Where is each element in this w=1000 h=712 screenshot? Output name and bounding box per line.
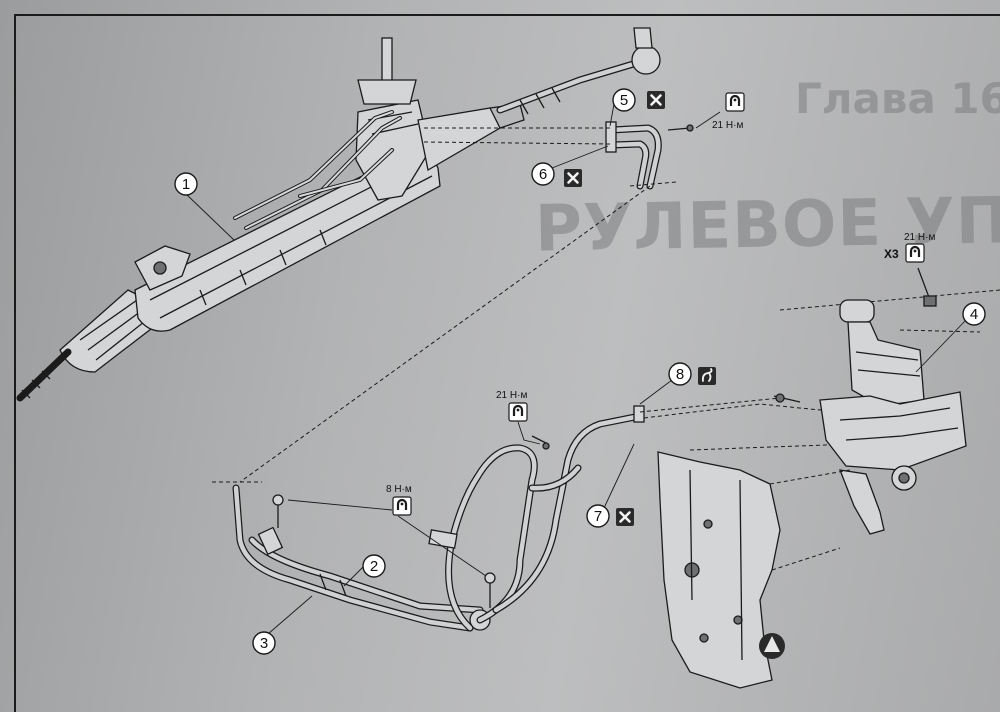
replace-part-icon: [645, 89, 667, 111]
torque-wrench-icon: [507, 401, 529, 423]
callout-2-label: 2: [370, 558, 378, 575]
callout-5-label: 5: [620, 92, 628, 109]
publisher-logo-icon: [759, 633, 785, 659]
torque-label: 21 Н·м: [496, 390, 527, 401]
callout-4-label: 4: [970, 306, 978, 323]
callout-4: 4: [915, 302, 986, 373]
page-frame: [14, 14, 1000, 712]
callout-8: 8: [639, 362, 717, 405]
torque-label: 8 Н·м: [386, 484, 412, 495]
callout-2: 2: [343, 554, 386, 587]
torque-spec-rack: 21 Н·м: [695, 91, 746, 131]
callout-6-label: 6: [539, 166, 547, 183]
torque-wrench-icon: [904, 242, 926, 264]
callout-7: 7: [586, 443, 636, 528]
sealant-icon: [697, 366, 717, 386]
callout-5: 5: [609, 88, 667, 127]
torque-label: 21 Н·м: [904, 232, 935, 243]
callout-8-label: 8: [676, 366, 684, 383]
pressure-hose: [232, 484, 496, 632]
torque-label: 21 Н·м: [712, 120, 743, 131]
replace-part-icon: [562, 167, 584, 189]
return-hose: [428, 397, 841, 632]
torque-spec-hose-bolt: 21 Н·м: [496, 390, 541, 445]
callout-3: 3: [252, 595, 313, 655]
callout-7-label: 7: [594, 508, 602, 525]
replace-part-icon: [614, 506, 636, 528]
torque-wrench-icon: [391, 495, 413, 517]
rack-fittings: [423, 121, 694, 190]
steering-rack: [16, 27, 661, 402]
callout-1: 1: [174, 172, 235, 241]
pump-assembly: [689, 267, 1000, 535]
body-panel: [657, 451, 851, 689]
multiplier-label: X3: [884, 247, 899, 261]
callout-6: 6: [531, 145, 609, 189]
torque-spec-pump: 21 Н·м X3: [884, 232, 935, 264]
callout-1-label: 1: [182, 176, 190, 193]
callout-3-label: 3: [260, 635, 268, 652]
torque-wrench-icon: [724, 91, 746, 113]
torque-spec-bracket: 8 Н·м: [287, 484, 487, 577]
